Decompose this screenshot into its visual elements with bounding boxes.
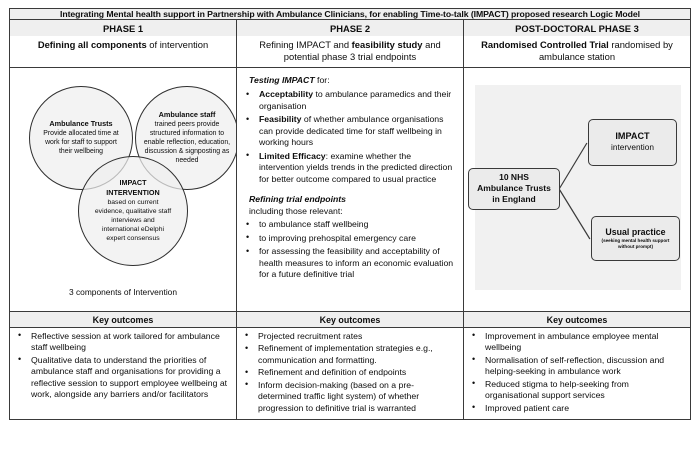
- phase-1-sub-rest: of intervention: [146, 39, 209, 51]
- phase-1-sub-bold: Defining all components: [37, 39, 147, 51]
- list-item: Inform decision-making (based on a pre-d…: [242, 379, 457, 414]
- phase-1-body: Ambulance Trusts Provide allocated time …: [9, 66, 237, 312]
- box-nhs-ambulance-trusts: 10 NHS Ambulance Trusts in England: [468, 167, 560, 210]
- phase-2-lead-bold: Testing IMPACT: [249, 74, 315, 85]
- key-outcomes-phase-1-body: Reflective session at work tailored for …: [10, 328, 236, 406]
- list-item: Normalisation of self-reflection, discus…: [469, 354, 684, 378]
- key-outcomes-row: Key outcomes Reflective session at work …: [9, 310, 691, 421]
- phase-3-sub-a: Randomised Controlled Trial: [481, 39, 609, 51]
- phase-2-content: Testing IMPACT for: Acceptability to amb…: [237, 68, 463, 287]
- key-outcomes-phase-1: Key outcomes Reflective session at work …: [9, 310, 237, 421]
- venn-trusts-title: Ambulance Trusts: [49, 118, 113, 128]
- phase-2-lead-refining: Refining trial endpoints: [249, 194, 347, 205]
- phase-2-refining-section: Refining trial endpoints including those…: [243, 194, 456, 280]
- list-item: Acceptability to ambulance paramedics an…: [243, 89, 456, 112]
- venn-impact-title-line1: IMPACT: [119, 178, 147, 188]
- phase-3-sub-b: randomised by: [608, 39, 673, 51]
- trusts-line-2: Ambulance Trusts: [477, 183, 551, 194]
- phase-3-header: POST-DOCTORAL PHASE 3 Randomised Control…: [463, 19, 691, 68]
- usual-arm-sub: (seeking mental health support without p…: [601, 238, 670, 250]
- phase-1-header: PHASE 1 Defining all components of inter…: [9, 19, 237, 68]
- key-outcomes-phase-3-body: Improvement in ambulance employee mental…: [464, 328, 690, 419]
- key-outcomes-phase-3: Key outcomes Improvement in ambulance em…: [463, 310, 691, 421]
- phase-2-sub-a: Refining IMPACT and: [259, 39, 352, 51]
- key-outcomes-list: Improvement in ambulance employee mental…: [469, 330, 684, 414]
- venn-caption: 3 components of Intervention: [68, 286, 177, 297]
- phase-1-subheading: Defining all components of intervention: [10, 36, 236, 56]
- key-outcomes-phase-2-body: Projected recruitment rates Refinement o…: [237, 328, 463, 419]
- impact-arm-sub: intervention: [611, 142, 654, 153]
- key-outcomes-heading: Key outcomes: [10, 311, 236, 328]
- bullet-bold: Acceptability: [259, 89, 314, 100]
- list-item: to ambulance staff wellbeing: [243, 219, 456, 231]
- box-usual-practice: Usual practice (seeking mental health su…: [591, 215, 680, 261]
- list-item: Feasibility of whether ambulance organis…: [243, 114, 456, 148]
- list-item: Projected recruitment rates: [242, 330, 457, 342]
- venn-impact-title-line2: INTERVENTION: [106, 188, 160, 198]
- phase-2-bullets-refining: to ambulance staff wellbeing to improvin…: [243, 219, 456, 280]
- phase-2-lead-testing: Testing IMPACT for:: [249, 75, 456, 86]
- list-item: for assessing the feasibility and accept…: [243, 246, 456, 280]
- trusts-line-3: in England: [492, 194, 536, 205]
- bullet-text: : examine whether the intervention yield…: [259, 150, 453, 184]
- phase-2-lead-rest: for:: [314, 74, 330, 85]
- phase-3-heading: POST-DOCTORAL PHASE 3: [464, 20, 690, 37]
- key-outcomes-list: Reflective session at work tailored for …: [15, 330, 230, 401]
- phase-3-sub-line2: ambulance station: [538, 51, 616, 63]
- phase-3-subheading: Randomised Controlled Trial randomised b…: [464, 36, 690, 67]
- list-item: Improved patient care: [469, 402, 684, 414]
- key-outcomes-list: Projected recruitment rates Refinement o…: [242, 330, 457, 414]
- list-item: to improving prehospital emergency care: [243, 232, 456, 244]
- phase-3-body: 10 NHS Ambulance Trusts in England IMPAC…: [463, 66, 691, 312]
- venn-circle-impact-intervention: IMPACT INTERVENTION based on current evi…: [78, 155, 188, 266]
- phase-2-subheading: Refining IMPACT and feasibility study an…: [237, 36, 463, 67]
- randomisation-connector-lines: [558, 142, 591, 240]
- phase-2-bullets-testing: Acceptability to ambulance paramedics an…: [243, 89, 456, 185]
- list-item: Limited Efficacy: examine whether the in…: [243, 150, 456, 185]
- list-item: Refinement of implementation strategies …: [242, 343, 457, 366]
- bullet-bold: Limited Efficacy: [259, 150, 326, 161]
- list-item: Reflective session at work tailored for …: [15, 330, 230, 354]
- list-item: Refinement and definition of endpoints: [242, 367, 457, 379]
- phase-2-sub-b: feasibility study: [351, 39, 423, 51]
- venn-impact-text: based on current evidence, qualitative s…: [94, 199, 172, 242]
- phase-1-heading: PHASE 1: [10, 20, 236, 37]
- figure-title: Integrating Mental health support in Par…: [9, 8, 691, 20]
- list-item: Improvement in ambulance employee mental…: [469, 330, 684, 354]
- key-outcomes-heading: Key outcomes: [237, 311, 463, 328]
- key-outcomes-phase-2: Key outcomes Projected recruitment rates…: [236, 310, 464, 421]
- venn-circle-ambulance-trusts: Ambulance Trusts Provide allocated time …: [29, 85, 133, 190]
- phase-2-refining-sub: including those relevant:: [249, 205, 343, 216]
- phase-2-sub-line2: potential phase 3 trial endpoints: [283, 51, 417, 63]
- bullet-text: to ambulance paramedics and their organi…: [259, 89, 452, 111]
- venn-trusts-text: Provide allocated time at work for staff…: [43, 129, 119, 155]
- bullet-text: of whether ambulance organisations can p…: [259, 114, 444, 148]
- list-item: Reduced stigma to help-seeking from orga…: [469, 378, 684, 402]
- impact-arm-title: IMPACT: [615, 131, 650, 142]
- phase-body-row: Ambulance Trusts Provide allocated time …: [9, 66, 691, 312]
- logic-model-table: Integrating Mental health support in Par…: [9, 8, 691, 421]
- bullet-bold: Feasibility: [259, 114, 302, 125]
- trusts-line-1: 10 NHS: [499, 172, 529, 183]
- phase-header-row: PHASE 1 Defining all components of inter…: [9, 19, 691, 68]
- box-impact-intervention: IMPACT intervention: [588, 118, 677, 166]
- venn-staff-text: trained peers provide structured informa…: [143, 120, 231, 164]
- usual-arm-title: Usual practice: [605, 226, 666, 237]
- phase-2-body: Testing IMPACT for: Acceptability to amb…: [236, 66, 464, 312]
- phase-2-header: PHASE 2 Refining IMPACT and feasibility …: [236, 19, 464, 68]
- key-outcomes-heading: Key outcomes: [464, 311, 690, 328]
- randomisation-diagram: 10 NHS Ambulance Trusts in England IMPAC…: [464, 68, 690, 311]
- venn-diagram: Ambulance Trusts Provide allocated time …: [10, 68, 236, 311]
- venn-staff-title: Ambulance staff: [158, 109, 216, 119]
- list-item: Qualitative data to understand the prior…: [15, 354, 230, 401]
- phase-2-heading: PHASE 2: [237, 20, 463, 37]
- title-row: Integrating Mental health support in Par…: [9, 8, 691, 20]
- phase-2-sub-c: and: [422, 39, 441, 51]
